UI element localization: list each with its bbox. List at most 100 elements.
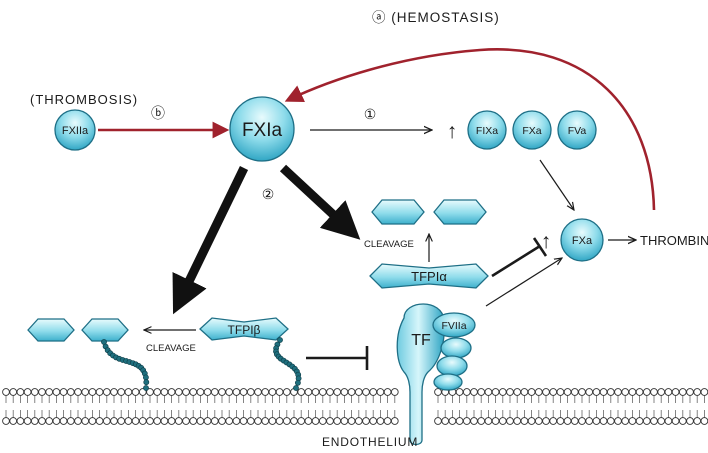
lipid-head [203, 417, 212, 425]
step-2-label: ② [262, 186, 275, 202]
factor-fixa: FIXa [467, 110, 507, 150]
lipid-head [700, 388, 708, 396]
cleavage-alpha-label: CLEAVAGE [364, 239, 414, 250]
lipid-head [678, 388, 687, 396]
tfpi-alpha: TFPIα [369, 263, 489, 289]
lipid-head [246, 388, 255, 396]
lipid-head [628, 388, 637, 396]
lipid-head [16, 417, 25, 425]
gpi-anchor-right [273, 337, 302, 391]
lipid-head [45, 417, 54, 425]
lipid-head [362, 388, 370, 396]
lipid-head [52, 417, 61, 425]
lipid-head [333, 388, 342, 396]
lipid-head [498, 417, 507, 425]
lipid-head [376, 388, 385, 396]
lipid-head [59, 417, 68, 425]
lipid-head [203, 388, 212, 396]
anchor-bead [293, 385, 299, 391]
lipid-head [614, 417, 622, 425]
lipid-head [650, 388, 658, 396]
lipid-head [354, 388, 363, 396]
lipid-head [290, 417, 298, 425]
lipid-head [210, 417, 219, 425]
lipid-head [282, 388, 291, 396]
lipid-head [383, 417, 392, 425]
lipid-head [232, 388, 241, 396]
lipid-head [102, 417, 111, 425]
tfpi-alpha-label: TFPIα [411, 269, 447, 284]
lipid-head [606, 417, 615, 425]
lipid-head [570, 388, 579, 396]
step-b-label: ⓑ [151, 105, 165, 121]
lipid-head [664, 388, 673, 396]
lipid-head [390, 388, 399, 396]
lipid-head [52, 388, 61, 396]
factor-fixa-label: FIXa [476, 125, 498, 137]
lipid-head [484, 417, 493, 425]
lipid-head [167, 388, 176, 396]
factor-fxiia: FXIIa [54, 109, 96, 151]
lipid-head [110, 388, 118, 396]
lipid-head [239, 417, 248, 425]
lipid-head [16, 388, 25, 396]
lipid-head [160, 417, 169, 425]
lipid-head [369, 417, 378, 425]
lipid-head [23, 388, 32, 396]
lipid-head [434, 417, 442, 425]
lipid-head [434, 388, 442, 396]
lipid-head [282, 417, 291, 425]
tfpi-beta-label: TFPIβ [228, 323, 261, 337]
lipid-head [621, 388, 630, 396]
lipid-head [592, 388, 601, 396]
lipid-head [297, 388, 306, 396]
endothelium-label: ENDOTHELIUM [322, 435, 418, 449]
lipid-head [599, 388, 608, 396]
tfpi-alpha-fragment-left [371, 199, 425, 225]
lipid-head [635, 417, 644, 425]
lipid-head [347, 388, 356, 396]
lipid-head [520, 388, 529, 396]
factor-fviia: FVIIa [432, 312, 476, 391]
lipid-head [88, 417, 97, 425]
lipid-head [498, 388, 507, 396]
lipid-head [592, 417, 601, 425]
tissue-factor-label: TF [411, 332, 431, 349]
lipid-head [153, 388, 162, 396]
lipid-head [9, 388, 18, 396]
factor-fxa-top: FXa [512, 110, 552, 150]
lipid-head [556, 388, 565, 396]
lipid-head [686, 417, 694, 425]
lipid-head [470, 388, 478, 396]
lipid-head [614, 388, 622, 396]
factor-fxiia-label: FXIIa [62, 125, 89, 137]
lipid-head [376, 417, 385, 425]
lipid-head [477, 388, 486, 396]
lipid-head [232, 417, 241, 425]
lipid-head [74, 388, 82, 396]
factor-fva-label: FVa [568, 125, 587, 137]
lipid-head [326, 388, 334, 396]
factor-fva: FVa [557, 110, 597, 150]
lipid-head [570, 417, 579, 425]
lipid-head [354, 417, 363, 425]
lipid-head [642, 388, 651, 396]
endothelium-membrane [2, 388, 708, 425]
lipid-head [506, 388, 514, 396]
lipid-head [189, 388, 198, 396]
lipid-head [246, 417, 255, 425]
lipid-head [484, 388, 493, 396]
lipid-head [182, 388, 190, 396]
lipid-head [304, 388, 313, 396]
lipid-head [138, 417, 147, 425]
lipid-head [693, 417, 702, 425]
lipid-head [693, 388, 702, 396]
lipid-head [275, 417, 284, 425]
lipid-head [297, 417, 306, 425]
tfpi-beta: TFPIβ [199, 317, 289, 341]
lipid-head [254, 388, 262, 396]
lipid-head [462, 388, 471, 396]
lipid-head [318, 417, 327, 425]
lipid-head [455, 388, 464, 396]
lipid-head [556, 417, 565, 425]
